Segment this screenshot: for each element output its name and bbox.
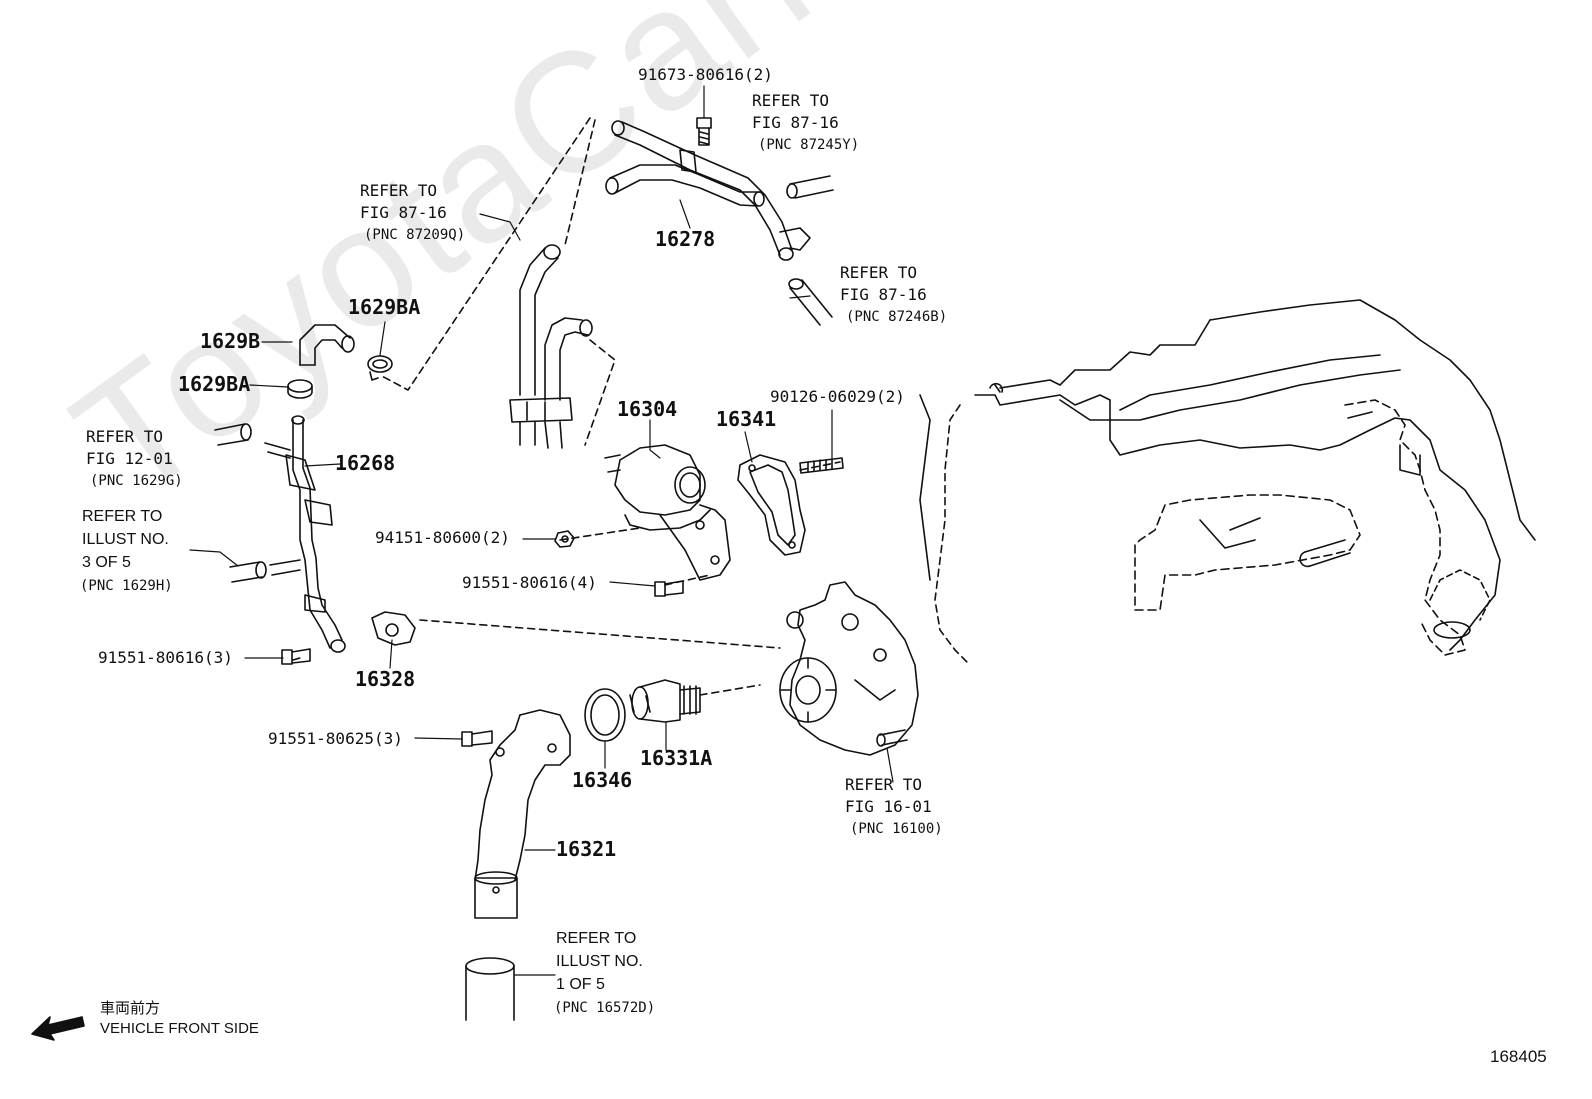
label-16304: 16304 xyxy=(617,397,678,421)
bolt-91673 xyxy=(696,117,712,146)
label-91551-4: 91551-80616(4) xyxy=(462,573,597,592)
label-16341: 16341 xyxy=(716,407,777,431)
stud-90126 xyxy=(799,457,844,474)
label-1629ba-top: 1629BA xyxy=(348,295,421,319)
engine-block xyxy=(919,299,1536,666)
clamp-1629ba-top xyxy=(367,355,393,381)
ref-1629g-line1: REFER TO xyxy=(86,427,164,446)
direction-english: VEHICLE FRONT SIDE xyxy=(100,1020,259,1037)
water-pump xyxy=(779,581,919,756)
ref-16572d-line3: 1 OF 5 xyxy=(556,976,605,993)
ref-1629g-line2: FIG 12-01 xyxy=(86,449,173,468)
ref-87246b-line2: FIG 87-16 xyxy=(840,285,927,304)
ref-87209q-line1: REFER TO xyxy=(360,181,438,200)
label-16321: 16321 xyxy=(556,837,617,861)
ref-16100-line3: (PNC 16100) xyxy=(850,821,943,837)
hose-87246b xyxy=(788,278,833,326)
bolt-91551-4 xyxy=(654,580,684,597)
ref-87245y-line1: REFER TO xyxy=(752,91,830,110)
direction-japanese: 車両前方 xyxy=(100,1000,161,1017)
label-1629ba-low: 1629BA xyxy=(178,372,251,396)
label-16268: 16268 xyxy=(335,451,396,475)
label-91551-3: 91551-80616(3) xyxy=(98,648,233,667)
label-16278: 16278 xyxy=(655,227,716,251)
dashed-leaders xyxy=(292,117,841,696)
ref-1629h-line4: (PNC 1629H) xyxy=(80,578,173,594)
hose-87245y xyxy=(786,175,834,199)
figure-number: 168405 xyxy=(1490,1047,1547,1066)
ref-87246b-line3: (PNC 87246B) xyxy=(846,309,948,325)
pipe-16268 xyxy=(264,415,346,653)
ref-87209q-line2: FIG 87-16 xyxy=(360,203,447,222)
ref-1629h-line1: REFER TO xyxy=(82,508,163,525)
ref-16572d-line1: REFER TO xyxy=(556,930,637,947)
label-94151: 94151-80600(2) xyxy=(375,528,510,547)
bolt-91551-3 xyxy=(281,648,311,665)
hose-1629b xyxy=(299,324,355,366)
label-16328: 16328 xyxy=(355,667,416,691)
leader-lines xyxy=(189,85,894,976)
ref-87246b-line1: REFER TO xyxy=(840,263,918,282)
gasket-16328 xyxy=(371,611,416,646)
ref-16100-line2: FIG 16-01 xyxy=(845,797,932,816)
ref-16572d-line2: ILLUST NO. xyxy=(556,953,643,970)
ref-16572d-line4: (PNC 16572D) xyxy=(554,1000,656,1016)
ref-87245y-line3: (PNC 87245Y) xyxy=(758,137,860,153)
hose-1629g xyxy=(214,423,252,446)
hose-1629h xyxy=(229,561,267,583)
label-91673: 91673-80616(2) xyxy=(638,65,773,84)
ref-87245y-line2: FIG 87-16 xyxy=(752,113,839,132)
hoses-87209q xyxy=(509,244,593,449)
pipe-16278 xyxy=(605,120,811,261)
clamp-1629ba-low xyxy=(287,379,313,399)
nut-94151 xyxy=(554,530,575,548)
front-arrow-icon xyxy=(31,1016,85,1041)
thermostat-16331a xyxy=(629,679,701,723)
label-90126: 90126-06029(2) xyxy=(770,387,905,406)
label-91551-625: 91551-80625(3) xyxy=(268,729,403,748)
label-1629b: 1629B xyxy=(200,329,261,353)
ref-16100-line1: REFER TO xyxy=(845,775,923,794)
ref-87209q-line3: (PNC 87209Q) xyxy=(364,227,466,243)
housing-16304 xyxy=(604,444,731,581)
inlet-16321 xyxy=(474,709,571,919)
hose-16572d xyxy=(465,957,515,1021)
ref-1629h-line2: ILLUST NO. xyxy=(82,531,169,548)
label-16331a: 16331A xyxy=(640,746,713,770)
gasket-16341 xyxy=(737,454,806,556)
ref-1629g-line3: (PNC 1629G) xyxy=(90,473,183,489)
ref-1629h-line3: 3 OF 5 xyxy=(82,554,131,571)
bolt-91551-625 xyxy=(461,730,493,747)
label-16346: 16346 xyxy=(572,768,633,792)
ring-16346 xyxy=(584,688,626,742)
